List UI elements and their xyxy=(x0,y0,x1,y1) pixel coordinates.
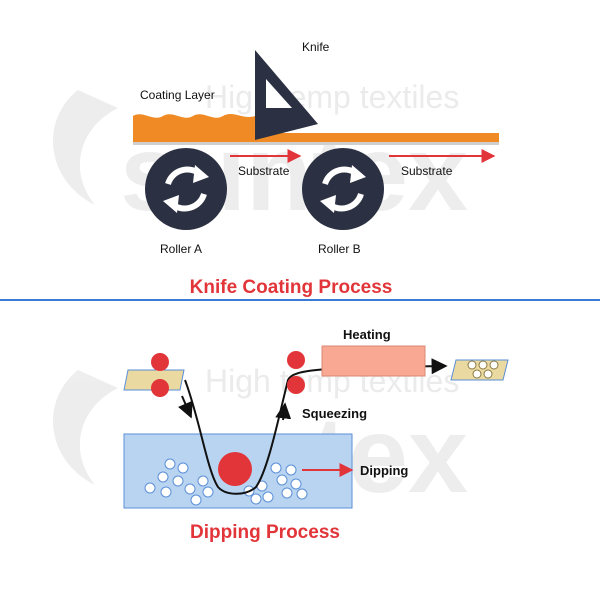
squeeze-roller-top xyxy=(287,351,305,369)
roller-b-label: Roller B xyxy=(318,242,361,256)
fabric-path xyxy=(184,358,448,495)
squeeze-roller-bottom xyxy=(287,376,305,394)
bath-particles xyxy=(144,458,308,506)
watermark-tagline: High temp textiles xyxy=(205,79,459,115)
roller-a-label: Roller A xyxy=(160,242,202,256)
knife-blade xyxy=(255,50,318,140)
substrate-label-1: Substrate xyxy=(238,164,290,178)
knife-coating-section: Knife Coating Layer Substrate Substrate … xyxy=(133,40,499,298)
dip-core xyxy=(218,452,252,486)
squeezing-label: Squeezing xyxy=(302,406,367,421)
dipping-title: Dipping Process xyxy=(190,522,340,543)
substrate-label-2: Substrate xyxy=(401,164,453,178)
heating-label: Heating xyxy=(343,327,391,342)
knife-cutout xyxy=(266,79,292,108)
substrate-base-line xyxy=(133,142,499,145)
down-arrow xyxy=(177,395,193,419)
coating-layer xyxy=(133,114,255,142)
input-fabric xyxy=(123,369,185,391)
dipping-section: Heating Squeezing Dipping Dipping Proces… xyxy=(123,327,509,543)
heating-zone xyxy=(321,345,426,377)
dipping-label: Dipping xyxy=(360,463,408,478)
coating-layer-label: Coating Layer xyxy=(140,88,215,102)
substrate-sheet xyxy=(133,133,499,142)
knife-label: Knife xyxy=(302,40,330,54)
output-particles xyxy=(467,360,499,379)
input-roller-top xyxy=(151,353,169,371)
knife-coating-title: Knife Coating Process xyxy=(190,277,393,298)
roller-b xyxy=(302,148,384,230)
roller-a xyxy=(145,148,227,230)
up-arrow xyxy=(275,402,292,421)
input-roller-bottom xyxy=(151,379,169,397)
